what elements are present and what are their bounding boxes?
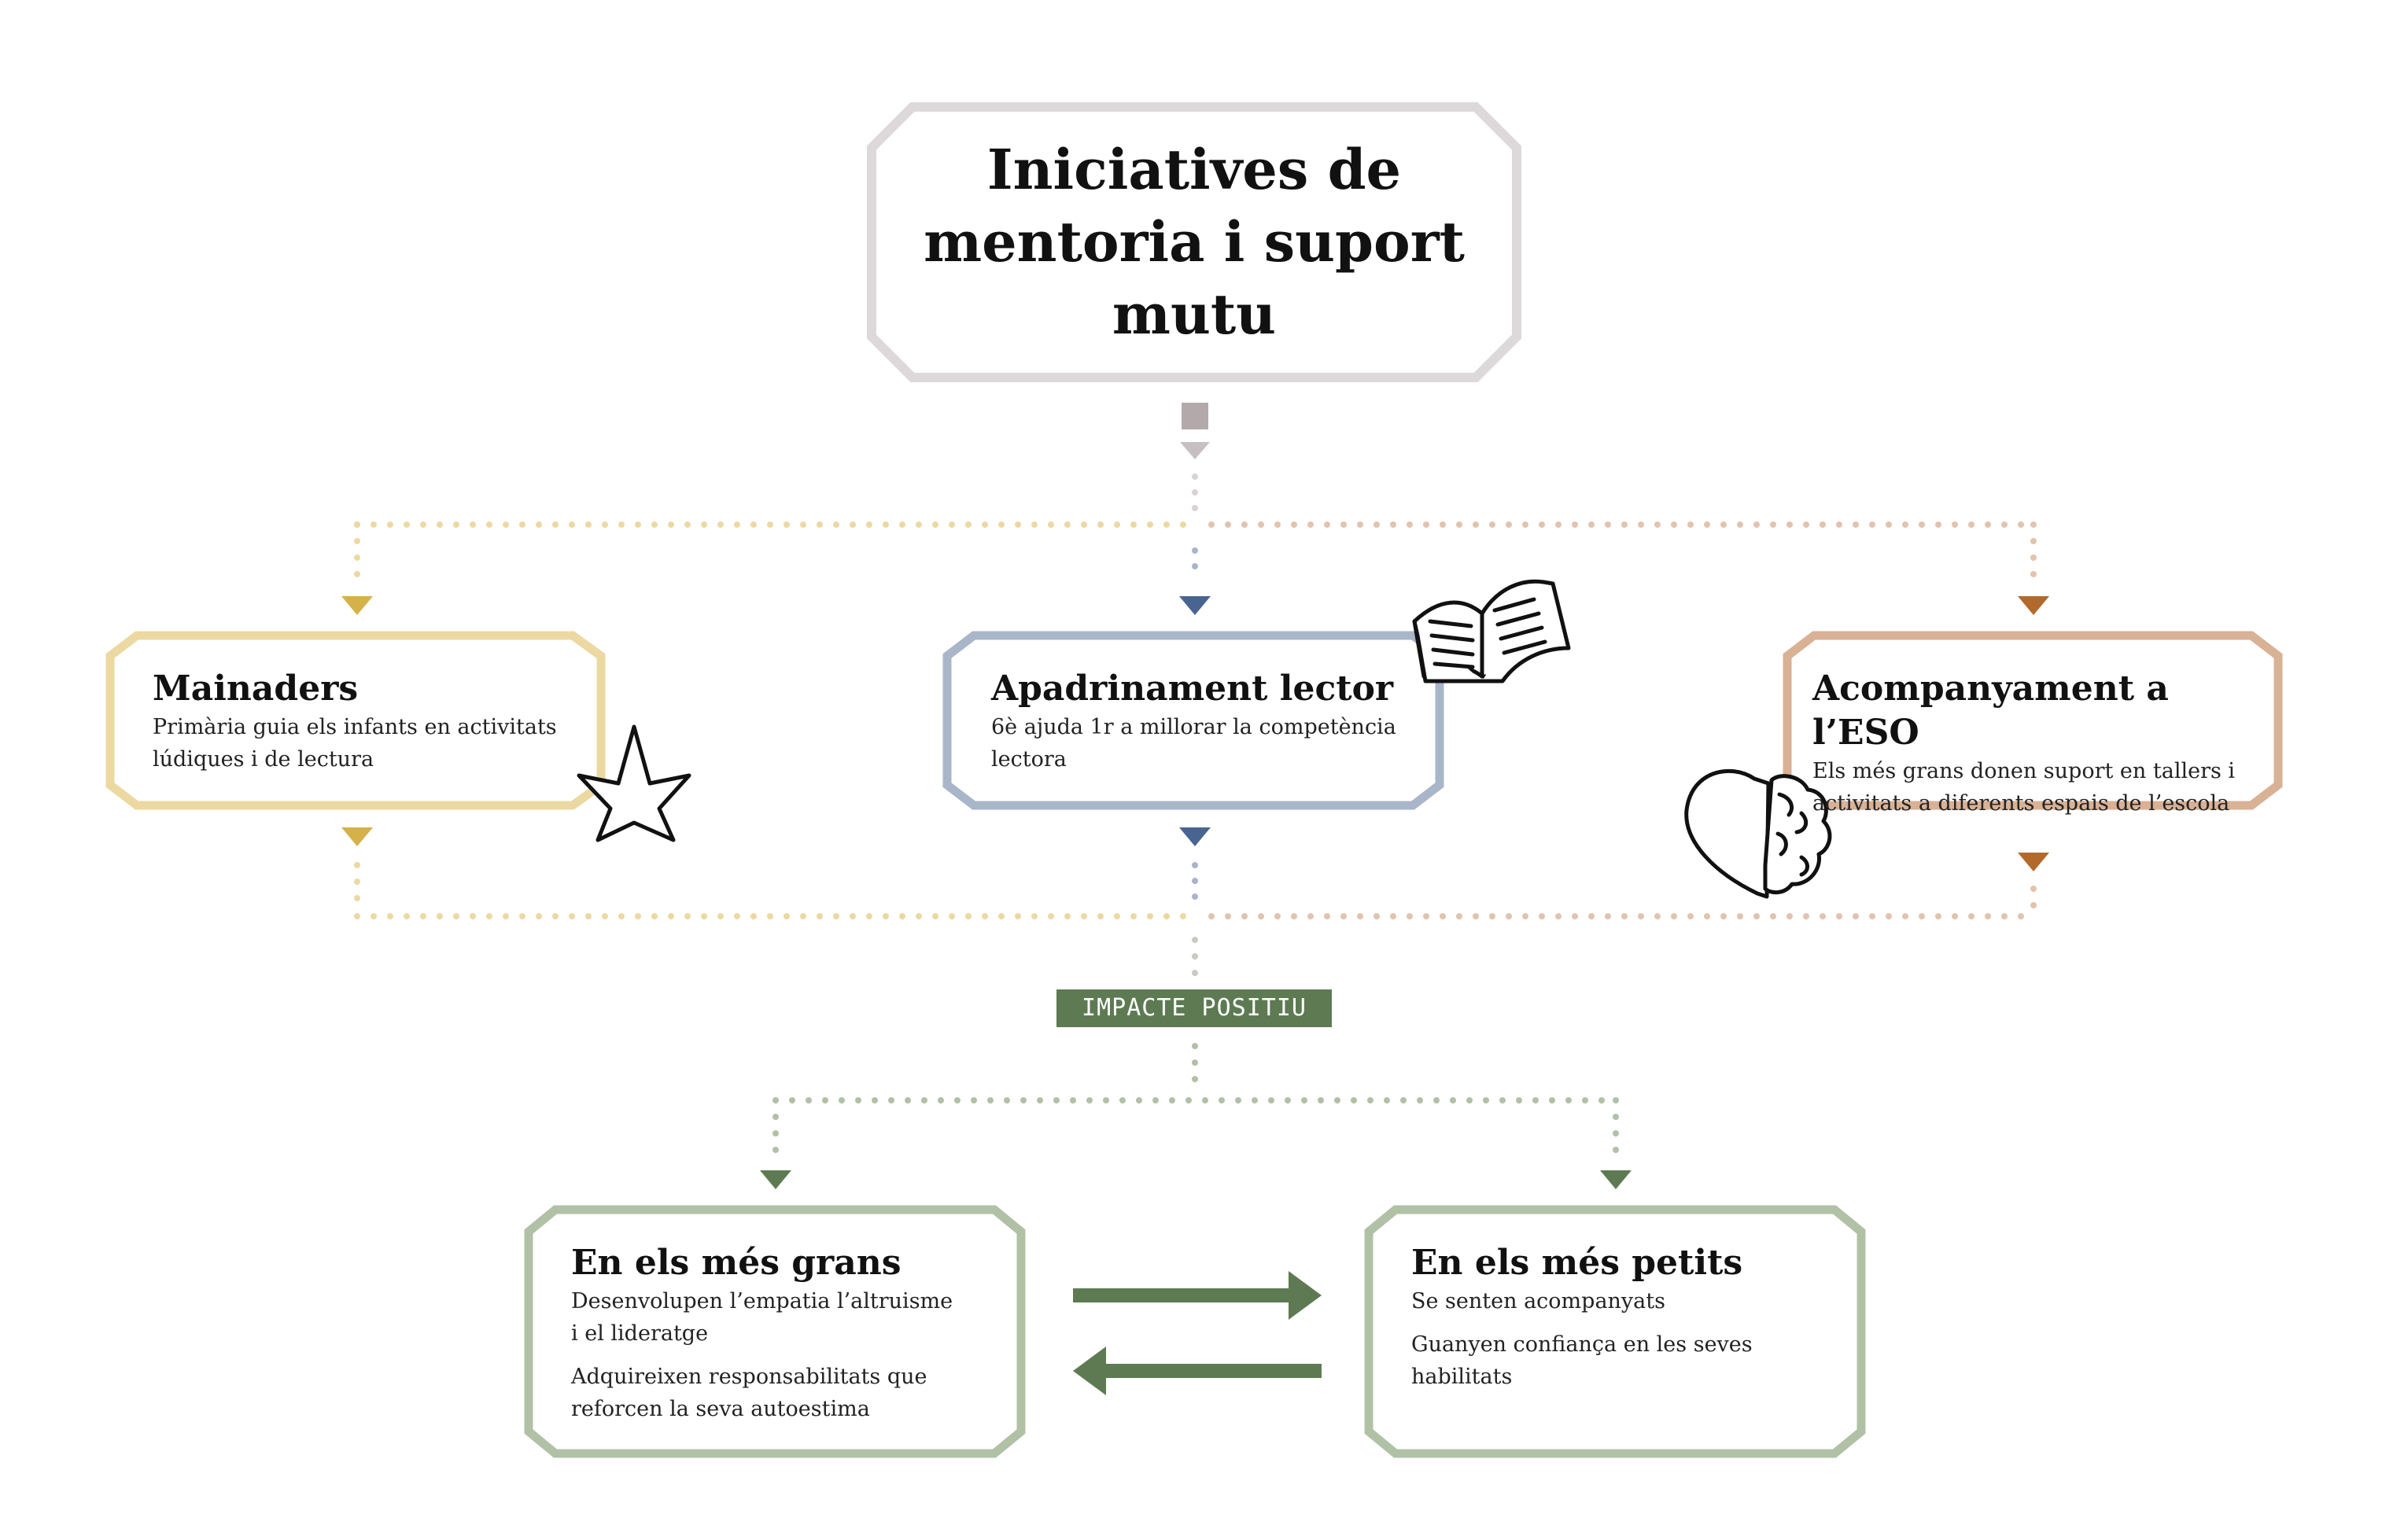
initiative-title: Mainaders — [153, 669, 359, 709]
initiative-line: lúdiques i de lectura — [153, 747, 374, 772]
title-connector-arrow — [1180, 442, 1210, 459]
initiative-title: Acompanyament a l’ESO — [1812, 669, 2169, 753]
outcome-younger: En els més petits Se senten acompanyats … — [1411, 1241, 1852, 1393]
mainaders-frame — [105, 631, 606, 810]
title-connector-square — [1182, 403, 1208, 429]
outcome-line: reforcen la seva autoestima — [571, 1397, 870, 1421]
eso-arrow-in — [2018, 596, 2049, 615]
page-title: Iniciatives de mentoria i suport mutu — [924, 137, 1465, 347]
outcome-line: Se senten acompanyats — [1411, 1289, 1665, 1313]
outcome-line: Guanyen confiança en les seves — [1411, 1332, 1753, 1357]
initiative-line: lectora — [991, 747, 1067, 772]
initiative-mainaders: Mainaders Primària guia els infants en a… — [153, 667, 593, 776]
outcome-line: Desenvolupen l’empatia l’altruisme — [571, 1289, 953, 1313]
initiative-line: Els més grans donen suport en tallers i — [1812, 759, 2236, 783]
impact-badge: IMPACTE POSITIU — [1056, 989, 1332, 1027]
outcome-older-frame — [524, 1205, 1026, 1458]
title-frame — [867, 102, 1521, 382]
outcome-line: i el lideratge — [571, 1321, 709, 1346]
eso-frame — [1783, 631, 2283, 810]
star-icon — [577, 724, 691, 842]
initiative-line: Primària guia els infants en activitats — [153, 715, 557, 739]
heart-brain-icon — [1684, 768, 1832, 899]
outcome-line: habilitats — [1411, 1365, 1513, 1389]
outcome-line: Adquireixen responsabilitats que — [571, 1365, 927, 1389]
bidirectional-arrows-icon — [1073, 1271, 1322, 1395]
apadrinament-arrow-in — [1179, 596, 1211, 615]
initiative-line: activitats a diferents espais de l’escol… — [1812, 791, 2230, 816]
initiative-line: 6è ajuda 1r a millorar la competència — [991, 715, 1396, 739]
initiative-apadrinament: Apadrinament lector 6è ajuda 1r a millor… — [991, 667, 1447, 776]
outcome-younger-frame — [1364, 1205, 1866, 1458]
outcome-title: En els més grans — [571, 1243, 902, 1283]
mainaders-arrow-in — [341, 596, 373, 615]
initiative-title: Apadrinament lector — [991, 669, 1394, 709]
outcome-title: En els més petits — [1411, 1243, 1743, 1283]
outcome-older: En els més grans Desenvolupen l’empatia … — [571, 1241, 1012, 1425]
open-book-icon — [1412, 579, 1571, 683]
initiative-eso: Acompanyament a l’ESO Els més grans done… — [1812, 667, 2284, 820]
